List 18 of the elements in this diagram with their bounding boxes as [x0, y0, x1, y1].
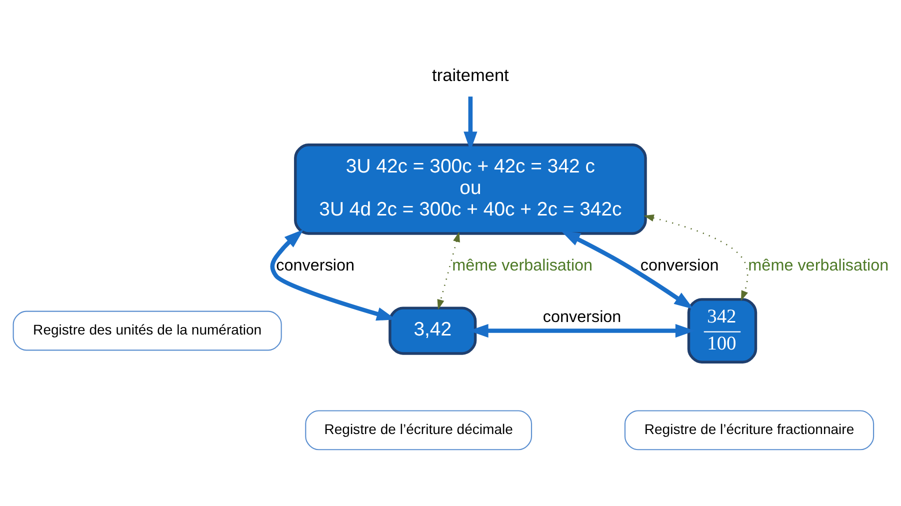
arrow	[436, 231, 460, 310]
edge-label: même verbalisation	[748, 256, 888, 274]
node-box: Registre de l’écriture décimale	[304, 410, 532, 450]
edge-label: même verbalisation	[452, 256, 592, 274]
node-box: 342 100	[686, 298, 757, 363]
edge-label: conversion	[640, 256, 718, 274]
arrow	[270, 228, 396, 320]
node-box: 3U 42c = 300c + 42c = 342 c ou 3U 4d 2c = 300c + 40c + 2c = 342c	[294, 143, 646, 234]
arrow	[463, 96, 477, 151]
node-box: Registre de l’écriture fractionnaire	[624, 410, 874, 450]
node-box: Registre des unités de la numération	[12, 310, 282, 350]
edge-label: conversion	[542, 308, 621, 326]
arrow	[468, 323, 694, 338]
node-text: traitement	[432, 64, 508, 84]
node-box: 3,42	[388, 306, 476, 354]
arrow	[560, 230, 694, 309]
edge-label: conversion	[276, 256, 354, 274]
arrow	[643, 214, 748, 300]
